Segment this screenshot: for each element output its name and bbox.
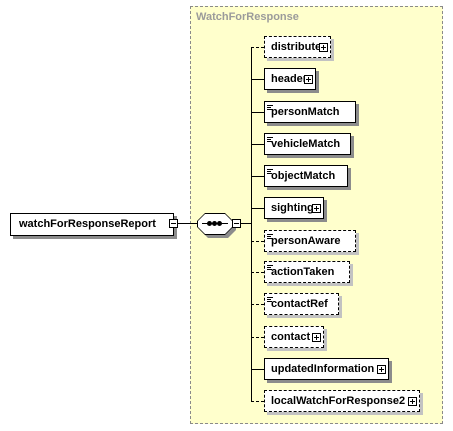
collapse-icon[interactable]	[169, 219, 178, 228]
child-connector	[251, 79, 264, 80]
element-label: contactRef	[271, 298, 328, 310]
sequence-dot	[207, 221, 212, 226]
element-label: vehicleMatch	[271, 138, 341, 150]
expand-icon[interactable]	[377, 365, 386, 374]
child-connector	[251, 401, 264, 402]
sequence-dot	[217, 221, 222, 226]
element-label: personAware	[271, 235, 341, 247]
child-connector	[251, 304, 264, 305]
child-connector	[251, 47, 264, 48]
element-localWatchForResponse2[interactable]: localWatchForResponse2	[264, 390, 420, 412]
expand-icon[interactable]	[319, 43, 328, 52]
sequence-collapse-icon[interactable]	[232, 219, 241, 228]
element-contact[interactable]: contact	[264, 326, 324, 348]
element-vehicleMatch[interactable]: vehicleMatch	[264, 133, 351, 155]
child-connector	[251, 144, 264, 145]
element-label: sighting	[271, 202, 314, 214]
element-label: updatedInformation	[271, 363, 375, 375]
element-label: objectMatch	[271, 170, 336, 182]
root-element-label: watchForResponseReport	[19, 218, 156, 230]
expand-icon[interactable]	[312, 333, 321, 342]
root-element[interactable]: watchForResponseReport	[10, 213, 174, 236]
child-connector	[251, 369, 264, 370]
element-label: contact	[271, 331, 311, 343]
element-contactRef[interactable]: contactRef	[264, 293, 339, 315]
child-connector	[251, 112, 264, 113]
element-label: header	[271, 73, 308, 85]
element-personMatch[interactable]: personMatch	[264, 101, 356, 123]
element-header[interactable]: header	[264, 68, 316, 90]
child-connector	[251, 241, 264, 242]
expand-icon[interactable]	[312, 204, 321, 213]
simple-content-icon	[267, 297, 273, 303]
element-label: actionTaken	[271, 266, 335, 278]
simple-content-icon	[267, 169, 273, 175]
element-label: localWatchForResponse2	[271, 395, 406, 407]
simple-content-icon	[267, 265, 273, 271]
children-spine	[251, 47, 252, 402]
element-updatedInformation[interactable]: updatedInformation	[264, 358, 389, 380]
child-connector	[251, 176, 264, 177]
element-sighting[interactable]: sighting	[264, 197, 324, 219]
group-title: WatchForResponse	[196, 11, 299, 23]
sequence-connector	[241, 223, 251, 224]
element-label: personMatch	[271, 106, 340, 118]
element-distribute[interactable]: distribute	[264, 36, 331, 58]
element-label: distribute	[271, 41, 322, 53]
root-connector	[178, 223, 197, 224]
child-connector	[251, 208, 264, 209]
expand-icon[interactable]	[408, 397, 417, 406]
element-objectMatch[interactable]: objectMatch	[264, 165, 348, 187]
simple-content-icon	[267, 234, 273, 240]
simple-content-icon	[267, 137, 273, 143]
child-connector	[251, 272, 264, 273]
sequence-dot	[212, 221, 217, 226]
element-personAware[interactable]: personAware	[264, 230, 356, 252]
simple-content-icon	[267, 105, 273, 111]
expand-icon[interactable]	[304, 75, 313, 84]
element-actionTaken[interactable]: actionTaken	[264, 261, 350, 283]
child-connector	[251, 337, 264, 338]
